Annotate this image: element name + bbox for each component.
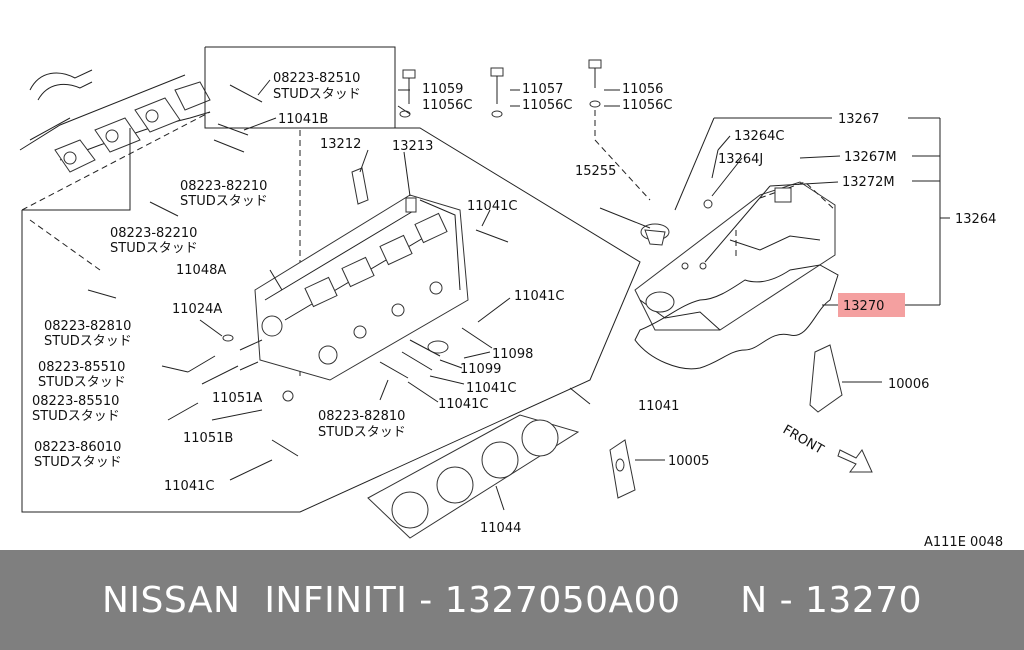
label-11041c[interactable]: 11041C	[514, 289, 564, 304]
front-label: FRONT	[780, 422, 826, 457]
label-11041c[interactable]: 11041C	[466, 381, 516, 396]
label-08223-82210[interactable]: 08223-82210	[110, 226, 197, 241]
rocker-cover-drawing	[634, 181, 836, 331]
label-11056c[interactable]: 11056C	[422, 98, 472, 113]
label-11041c[interactable]: 11041C	[438, 397, 488, 412]
label-11059[interactable]: 11059	[422, 82, 463, 97]
label-stud: STUDスタッド	[318, 425, 406, 440]
rocker-gasket-drawing	[634, 264, 839, 370]
part-number-text: NISSAN INFINITI - 1327050A00 N - 13270	[101, 579, 923, 621]
head-gasket-drawing	[367, 414, 580, 539]
part-labels: 08223-82510 STUDスタッド 11041B 08223-82210 …	[32, 71, 1003, 550]
engine-block-drawing	[19, 69, 211, 173]
label-08223-82810[interactable]: 08223-82810	[44, 319, 131, 334]
diagram-code: A111E 0048	[924, 535, 1003, 550]
diagram-svg: FRONT 08223-82510 STUDスタッド 11041B 08223-…	[19, 46, 1003, 550]
label-11056[interactable]: 11056	[622, 82, 663, 97]
label-13264[interactable]: 13264	[955, 212, 996, 227]
front-arrow: FRONT	[780, 422, 873, 473]
label-11041c[interactable]: 11041C	[164, 479, 214, 494]
highlight-13270	[838, 293, 905, 317]
bolts	[399, 59, 651, 201]
label-10005[interactable]: 10005	[668, 454, 709, 469]
label-stud: STUDスタッド	[44, 334, 132, 349]
label-11044[interactable]: 11044	[480, 521, 521, 536]
label-08223-82810[interactable]: 08223-82810	[318, 409, 405, 424]
label-13267m[interactable]: 13267M	[844, 150, 897, 165]
label-08223-82510[interactable]: 08223-82510	[273, 71, 360, 86]
label-13267[interactable]: 13267	[838, 112, 879, 127]
label-13264c[interactable]: 13264C	[734, 129, 784, 144]
label-15255[interactable]: 15255	[575, 164, 616, 179]
label-stud: STUDスタッド	[180, 194, 268, 209]
label-13272m[interactable]: 13272M	[842, 175, 895, 190]
label-11041b[interactable]: 11041B	[278, 112, 328, 127]
label-11024a[interactable]: 11024A	[172, 302, 222, 317]
leader-lines	[161, 79, 950, 511]
label-13212[interactable]: 13212	[320, 137, 361, 152]
label-11057[interactable]: 11057	[522, 82, 563, 97]
label-stud: STUDスタッド	[32, 409, 120, 424]
label-08223-86010[interactable]: 08223-86010	[34, 440, 121, 455]
cylinder-head-drawing	[254, 167, 469, 381]
label-11056c[interactable]: 11056C	[622, 98, 672, 113]
parts-diagram: FRONT 08223-82510 STUDスタッド 11041B 08223-…	[19, 46, 1004, 550]
label-13264j[interactable]: 13264J	[718, 152, 763, 167]
label-11051a[interactable]: 11051A	[212, 391, 262, 406]
label-11098[interactable]: 11098	[492, 347, 533, 362]
label-13213[interactable]: 13213	[392, 139, 433, 154]
part-number-footer: NISSAN INFINITI - 1327050A00 N - 13270	[0, 550, 1024, 650]
label-11048a[interactable]: 11048A	[176, 263, 226, 278]
label-stud: STUDスタッド	[38, 375, 126, 390]
label-11099[interactable]: 11099	[460, 362, 501, 377]
label-11056c[interactable]: 11056C	[522, 98, 572, 113]
label-13270[interactable]: 13270	[843, 299, 884, 314]
label-11041c[interactable]: 11041C	[467, 199, 517, 214]
label-11041[interactable]: 11041	[638, 399, 679, 414]
label-10006[interactable]: 10006	[888, 377, 929, 392]
label-08223-85510[interactable]: 08223-85510	[32, 394, 119, 409]
label-stud: STUDスタッド	[110, 241, 198, 256]
frame-lines	[21, 46, 641, 513]
label-11051b[interactable]: 11051B	[183, 431, 233, 446]
label-08223-82210[interactable]: 08223-82210	[180, 179, 267, 194]
label-stud: STUDスタッド	[273, 87, 361, 102]
label-stud: STUDスタッド	[34, 455, 122, 470]
studs	[87, 84, 509, 457]
label-08223-85510[interactable]: 08223-85510	[38, 360, 125, 375]
brackets	[609, 344, 843, 499]
